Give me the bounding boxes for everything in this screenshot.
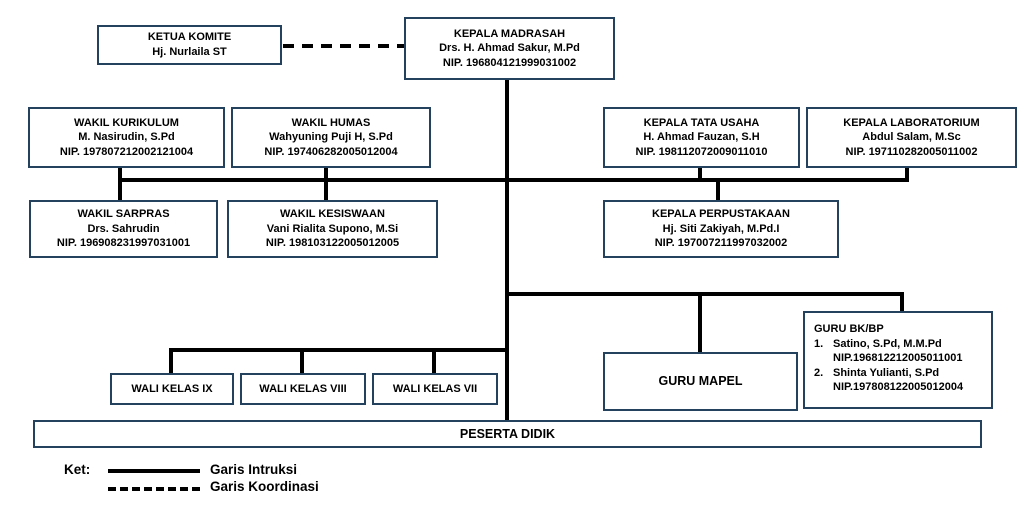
- member-number: 2.: [814, 366, 824, 379]
- node-person: M. Nasirudin, S.Pd: [78, 131, 175, 144]
- node-guru-bkbp: GURU BK/BP 1. Satino, S.Pd, M.M.Pd NIP.1…: [803, 311, 993, 409]
- node-nip: NIP. 198112072009011010: [635, 145, 768, 158]
- connector-wali-horizontal: [169, 348, 509, 352]
- node-person: H. Ahmad Fauzan, S.H: [643, 131, 760, 144]
- node-title: KEPALA TATA USAHA: [643, 116, 760, 129]
- node-title: GURU BK/BP: [814, 323, 884, 335]
- member-nip: NIP.196812212005011001: [833, 352, 963, 365]
- node-title: KETUA KOMITE: [147, 31, 232, 44]
- node-guru-mapel: GURU MAPEL: [603, 352, 798, 411]
- node-wali-kelas-vii: WALI KELAS VII: [372, 373, 498, 405]
- node-wali-kelas-ix: WALI KELAS IX: [110, 373, 234, 405]
- node-title: WAKIL KESISWAAN: [280, 208, 385, 221]
- node-title: PESERTA DIDIK: [459, 426, 556, 441]
- node-title: KEPALA MADRASAH: [453, 27, 566, 40]
- node-nip: NIP. 196908231997031001: [56, 237, 191, 250]
- connector-stub-guru-bkbp: [900, 294, 904, 311]
- connector-row2-horizontal: [118, 178, 909, 182]
- node-person: Wahyuning Puji H, S.Pd: [269, 131, 393, 144]
- connector-stub-wali-viii: [300, 350, 304, 373]
- bkbp-member: 2. Shinta Yulianti, S.Pd NIP.19780812200…: [814, 366, 963, 395]
- node-peserta-didik: PESERTA DIDIK: [33, 420, 982, 448]
- node-nip: NIP. 196804121999031002: [442, 56, 577, 69]
- connector-stub-laboratorium: [905, 168, 909, 180]
- member-nip: NIP.197808122005012004: [833, 381, 964, 394]
- connector-stub-wali-ix: [169, 350, 173, 373]
- connector-stub-guru-mapel: [698, 294, 702, 352]
- node-ketua-komite: KETUA KOMITE Hj. Nurlaila ST: [97, 25, 282, 65]
- connector-guru-horizontal: [505, 292, 904, 296]
- node-person: Abdul Salam, M.Sc: [862, 131, 961, 144]
- node-nip: NIP. 198103122005012005: [265, 237, 400, 250]
- node-kepala-tata-usaha: KEPALA TATA USAHA H. Ahmad Fauzan, S.H N…: [603, 107, 800, 168]
- node-wakil-kesiswaan: WAKIL KESISWAAN Vani Rialita Supono, M.S…: [227, 200, 438, 258]
- node-wakil-humas: WAKIL HUMAS Wahyuning Puji H, S.Pd NIP. …: [231, 107, 431, 168]
- node-title: WAKIL SARPRAS: [77, 208, 170, 221]
- coordination-line-komite-madrasah: [283, 44, 404, 48]
- member-name: Shinta Yulianti, S.Pd: [833, 366, 940, 379]
- node-wakil-sarpras: WAKIL SARPRAS Drs. Sahrudin NIP. 1969082…: [29, 200, 218, 258]
- node-person: Vani Rialita Supono, M.Si: [266, 222, 399, 235]
- connector-stub-wali-vii: [432, 350, 436, 373]
- node-wakil-kurikulum: WAKIL KURIKULUM M. Nasirudin, S.Pd NIP. …: [28, 107, 225, 168]
- node-title: KEPALA PERPUSTAKAAN: [652, 208, 790, 221]
- node-nip: NIP. 197007211997032002: [654, 237, 788, 250]
- connector-stub-humas-kesiswaan: [324, 168, 328, 200]
- node-title: WALI KELAS VII: [392, 382, 478, 395]
- node-kepala-madrasah: KEPALA MADRASAH Drs. H. Ahmad Sakur, M.P…: [404, 17, 615, 80]
- node-nip: NIP. 197807212002121004: [59, 145, 194, 158]
- connector-central-vertical: [505, 79, 509, 420]
- node-person: Hj. Siti Zakiyah, M.Pd.I: [662, 222, 780, 235]
- member-name: Satino, S.Pd, M.M.Pd: [833, 337, 942, 350]
- node-title: WALI KELAS VIII: [259, 382, 347, 395]
- connector-stub-tata-usaha: [698, 168, 702, 180]
- legend-solid-label: Garis Intruksi: [210, 462, 298, 477]
- node-nip: NIP. 197110282005011002: [845, 145, 978, 158]
- connector-stub-kurikulum-sarpras: [118, 168, 122, 200]
- node-nip: NIP. 197406282005012004: [264, 145, 398, 158]
- node-title: WALI KELAS IX: [131, 382, 213, 395]
- bkbp-member: 1. Satino, S.Pd, M.M.Pd NIP.196812212005…: [814, 337, 963, 366]
- node-person: Drs. H. Ahmad Sakur, M.Pd: [439, 42, 580, 55]
- connector-stub-perpustakaan: [716, 180, 720, 200]
- node-title: KEPALA LABORATORIUM: [843, 116, 980, 129]
- node-person: Drs. Sahrudin: [87, 222, 160, 235]
- node-person: Hj. Nurlaila ST: [152, 46, 227, 58]
- legend-solid-line: [108, 469, 200, 473]
- node-kepala-laboratorium: KEPALA LABORATORIUM Abdul Salam, M.Sc NI…: [806, 107, 1017, 168]
- node-title: GURU MAPEL: [658, 374, 743, 389]
- legend-dashed-line: [108, 487, 200, 491]
- legend-ket-label: Ket:: [64, 462, 91, 477]
- node-kepala-perpustakaan: KEPALA PERPUSTAKAAN Hj. Siti Zakiyah, M.…: [603, 200, 839, 258]
- node-wali-kelas-viii: WALI KELAS VIII: [240, 373, 366, 405]
- legend-dashed-label: Garis Koordinasi: [210, 479, 319, 494]
- node-title: WAKIL KURIKULUM: [74, 116, 179, 129]
- member-number: 1.: [814, 337, 824, 350]
- node-title: WAKIL HUMAS: [291, 116, 371, 129]
